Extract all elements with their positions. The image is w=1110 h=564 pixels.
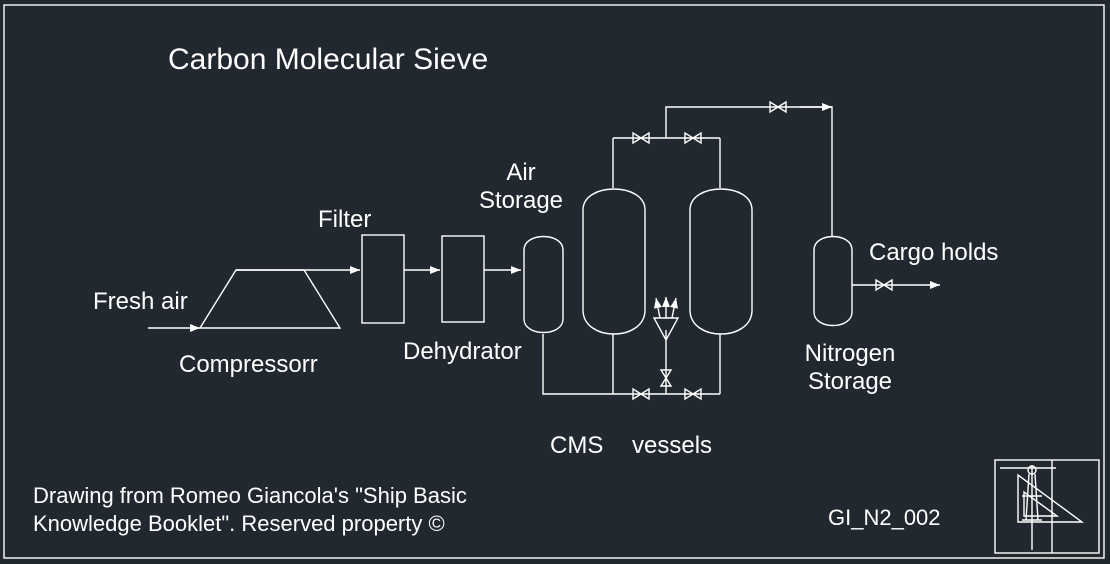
vent-arrow [670, 297, 678, 319]
nitrogen-storage-vessel [813, 235, 853, 327]
valve-icon [875, 278, 893, 292]
valve-icon [684, 131, 702, 145]
nitrogen-storage-label: Nitrogen Storage [805, 340, 896, 396]
air-storage-label-line2: Storage [478, 187, 564, 214]
filter [361, 234, 405, 324]
air-feed-pipe [542, 334, 720, 395]
drawing-border [3, 4, 1105, 559]
cms-label: CMS [550, 432, 604, 459]
dehydrator-label: Dehydrator [403, 338, 522, 365]
air-storage-label: Air Storage [479, 159, 563, 215]
cms-vessel-1 [582, 188, 646, 335]
product-pipe [665, 106, 833, 237]
nitrogen-storage-label-line1: Nitrogen [804, 340, 896, 367]
credit-line-2: Knowledge Booklet". Reserved property © [33, 511, 445, 536]
drawing-code: GI_N2_002 [828, 505, 941, 530]
credit-line-1: Drawing from Romeo Giancola's "Ship Basi… [33, 483, 467, 508]
compressor [198, 269, 342, 329]
air-storage-label-line1: Air [506, 159, 536, 186]
filter-label: Filter [318, 206, 372, 233]
fresh-air-label: Fresh air [93, 288, 188, 315]
air-storage-vessel [523, 235, 564, 334]
valve-icon [769, 100, 787, 114]
drafting-tools-icon [994, 459, 1100, 554]
nitrogen-storage-label-line2: Storage [807, 368, 893, 395]
vent-arrow [654, 297, 662, 319]
valve-icon [632, 131, 650, 145]
cms-vessel-2 [689, 188, 753, 335]
diagram-title: Carbon Molecular Sieve [168, 43, 489, 76]
valve-icon [659, 369, 673, 387]
compressor-label: Compressorr [179, 351, 318, 378]
dehydrator [441, 235, 485, 323]
vessels-label: vessels [632, 432, 713, 459]
valve-icon [684, 387, 702, 401]
valve-icon [632, 387, 650, 401]
credit-note: Drawing from Romeo Giancola's "Ship Basi… [33, 482, 467, 538]
cargo-holds-label: Cargo holds [869, 239, 999, 266]
